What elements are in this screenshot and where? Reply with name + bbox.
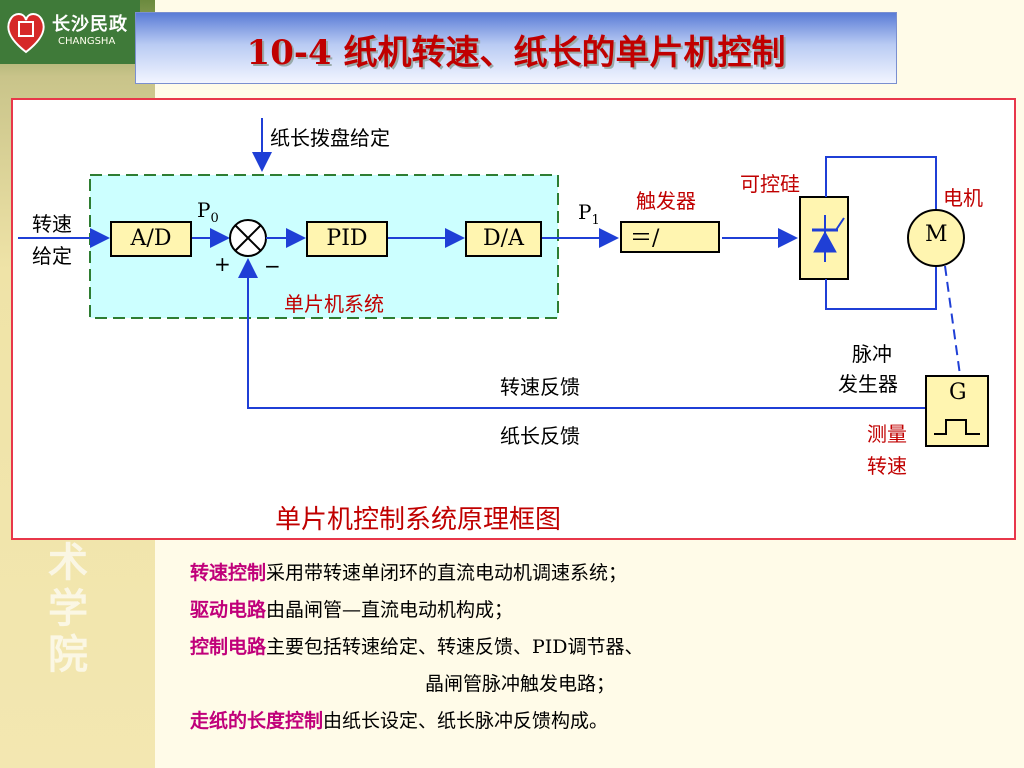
p1-label: P1: [578, 200, 600, 228]
scr-motor-wire-top: [825, 156, 937, 210]
motor-symbol: M: [925, 222, 948, 247]
heart-logo-icon: [7, 13, 45, 54]
scr-label: 可控硅: [740, 172, 800, 196]
note-text: 由纸长设定、纸长脉冲反馈构成。: [323, 710, 609, 732]
notes: 转速控制采用带转速单闭环的直流电动机调速系统； 驱动电路由晶闸管—直流电动机构成…: [190, 555, 990, 740]
p0-subscript: 0: [210, 211, 219, 226]
pulse-generator-label-1: 脉冲: [852, 342, 892, 366]
note-key: 转速控制: [190, 562, 267, 584]
note-control-circuit: 控制电路主要包括转速给定、转速反馈、PID调节器、晶闸管脉冲触发电路；: [190, 629, 990, 703]
trigger-block-symbol: ＝/: [630, 226, 660, 251]
note-text: 主要包括转速给定、转速反馈、PID调节器、: [266, 636, 644, 658]
side-watermark: 术学院: [48, 539, 88, 678]
generator-symbol: G: [949, 380, 967, 405]
plus-sign: +: [214, 252, 231, 276]
motor-label: 电机: [943, 186, 983, 210]
pulse-generator-label-2: 发生器: [838, 372, 898, 396]
minus-sign: −: [264, 254, 281, 278]
length-feedback-label: 纸长反馈: [500, 424, 580, 448]
logo-subtext: CHANGSHA: [58, 36, 116, 47]
page-title: 10-4 纸机转速、纸长的单片机控制: [246, 33, 786, 73]
da-block: D/A: [465, 221, 542, 257]
diagram-caption: 单片机控制系统原理框图: [275, 505, 562, 535]
note-key: 走纸的长度控制: [190, 710, 324, 732]
pulse-wave-icon: [934, 419, 980, 435]
feedback-path: [238, 258, 926, 409]
measure-speed-label-2: 转速: [867, 454, 907, 478]
scr-motor-wire-bottom: [825, 266, 937, 310]
paper-length-dial-label: 纸长拨盘给定: [270, 126, 390, 150]
mcu-system-label: 单片机系统: [284, 292, 384, 316]
note-text: 采用带转速单闭环的直流电动机调速系统；: [266, 562, 628, 584]
note-text-cont: 晶闸管脉冲触发电路；: [425, 673, 616, 695]
speed-setpoint-label-1: 转速: [32, 212, 72, 236]
speed-setpoint-label-2: 给定: [32, 244, 72, 268]
p0-letter: P: [197, 198, 211, 222]
trigger-label: 触发器: [636, 189, 696, 213]
pid-block: PID: [306, 221, 388, 257]
speed-feedback-label: 转速反馈: [500, 375, 580, 399]
measure-speed-label-1: 测量: [867, 422, 907, 446]
trigger-block: ＝/: [620, 221, 720, 253]
note-drive-circuit: 驱动电路由晶闸管—直流电动机构成；: [190, 592, 990, 629]
logo-text: 长沙民政: [52, 14, 128, 35]
p1-subscript: 1: [591, 213, 600, 228]
title-bar: 10-4 纸机转速、纸长的单片机控制: [135, 12, 897, 84]
note-text: 由晶闸管—直流电动机构成；: [266, 599, 514, 621]
p0-label: P0: [197, 198, 219, 226]
note-length-control: 走纸的长度控制由纸长设定、纸长脉冲反馈构成。: [190, 703, 990, 740]
ad-block: A/D: [110, 221, 192, 257]
p1-letter: P: [578, 200, 592, 224]
logo: 长沙民政 CHANGSHA: [0, 0, 140, 64]
note-speed-control: 转速控制采用带转速单闭环的直流电动机调速系统；: [190, 555, 990, 592]
motor-generator-coupling: [944, 265, 961, 376]
motor-circle: [907, 209, 965, 267]
note-key: 驱动电路: [190, 599, 267, 621]
note-key: 控制电路: [190, 636, 267, 658]
